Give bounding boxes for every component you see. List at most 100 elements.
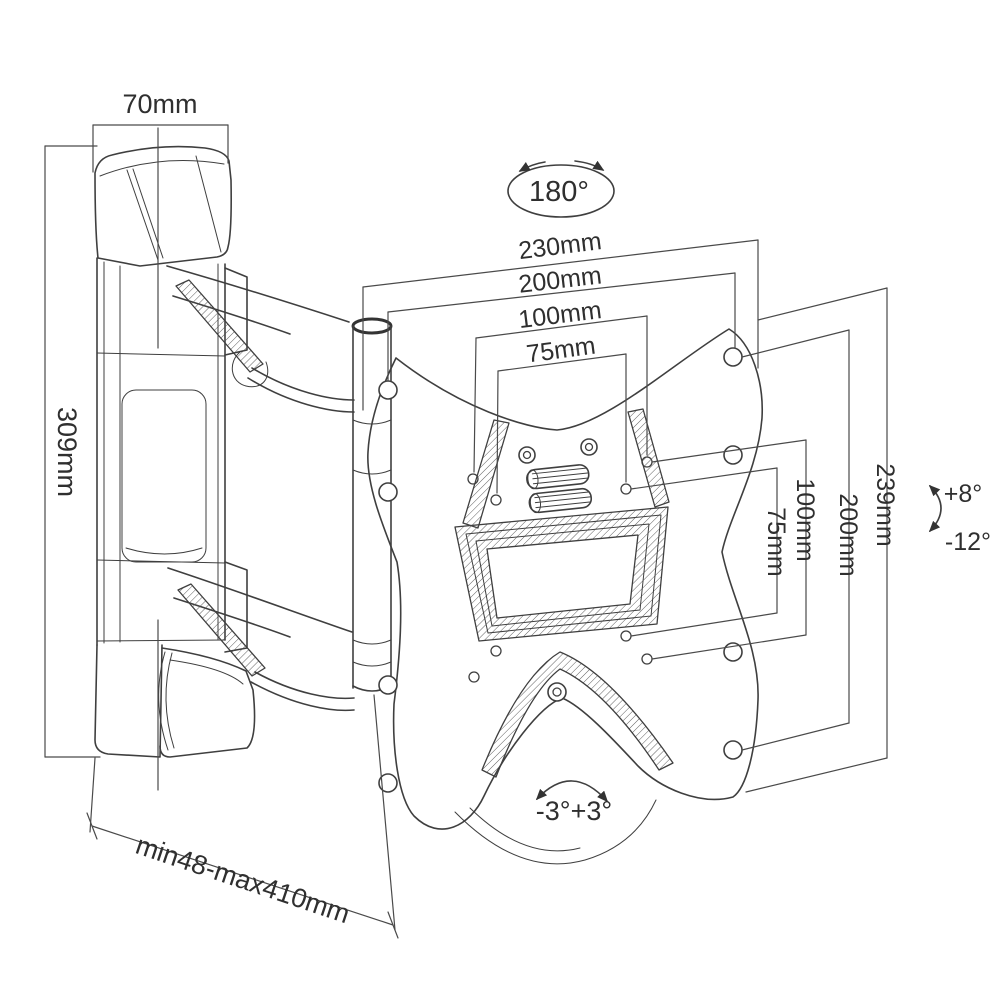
wall-column-panel	[121, 389, 207, 563]
wall-cap	[94, 145, 232, 267]
lower-arm	[167, 567, 355, 712]
spring-coil	[534, 491, 590, 499]
wall-cap-rim	[99, 159, 225, 177]
bracket-band-left	[462, 419, 510, 529]
dim-line	[387, 272, 736, 313]
dim-label-wall-height: 309mm	[52, 407, 82, 497]
vesa-hole	[620, 483, 632, 495]
end-tick	[387, 911, 399, 939]
pivot-band	[352, 661, 392, 667]
dim-label-200-v: 200mm	[834, 493, 862, 576]
wall-column-separator	[96, 352, 226, 357]
dim-label-extension-range: min48-max410mm	[132, 830, 354, 929]
spring-pair	[526, 464, 593, 514]
wall-foot-wedge-line	[169, 659, 244, 685]
swivel-arrow-left	[518, 161, 546, 172]
vesa-plate	[367, 328, 764, 865]
vesa-hole	[490, 645, 502, 657]
bracket-skirt	[469, 807, 581, 852]
spring	[528, 487, 593, 514]
swivel-annotation: 180°	[507, 160, 615, 218]
spring	[526, 464, 590, 490]
center-cutout	[454, 506, 669, 642]
vesa-hole	[620, 630, 632, 642]
center-cutout-contour	[465, 514, 662, 634]
pivot-band	[352, 639, 392, 645]
extension-line	[757, 287, 888, 321]
spring-coil	[535, 501, 591, 509]
spring-coil	[534, 496, 591, 504]
bolt-hole	[522, 450, 532, 460]
lower-arm-tube	[167, 567, 353, 633]
pivot-top-cap	[351, 317, 393, 335]
mounting-hole	[378, 773, 398, 793]
swivel-label: 180°	[529, 176, 589, 208]
vesa-hole	[641, 653, 653, 665]
spring-coil	[532, 472, 589, 480]
wall-foot	[94, 644, 163, 758]
dim-label-75-v: 75mm	[762, 507, 790, 576]
extension-line	[741, 722, 850, 751]
wall-foot-wedge-line	[158, 651, 169, 751]
tilt-down-label: -12°	[945, 528, 991, 556]
lower-arm-gusset	[177, 583, 266, 677]
dim-label-75-h: 75mm	[525, 332, 598, 369]
dim-label-230: 230mm	[517, 227, 603, 265]
swivel-arrow-right	[574, 160, 605, 171]
level-label: -3°+3°	[536, 796, 612, 826]
spring-coil	[532, 477, 588, 485]
lower-arm-strut	[254, 671, 355, 700]
mounting-hole	[723, 740, 743, 760]
extension-line	[745, 757, 888, 793]
spring-cap	[527, 469, 539, 490]
wall-cap-crease	[126, 169, 159, 261]
dim-height-100: 100mm	[651, 439, 819, 660]
mounting-hole	[723, 347, 743, 367]
center-hole	[552, 687, 562, 697]
mounting-hole	[378, 675, 398, 695]
dim-label-239: 239mm	[871, 463, 899, 546]
swivel-ellipse	[507, 164, 615, 218]
dim-label-wall-width: 70mm	[122, 89, 197, 119]
extension-line	[651, 634, 807, 660]
end-tick	[86, 812, 98, 840]
extension-line	[630, 612, 778, 637]
tilt-up-label: +8°	[944, 480, 983, 508]
tilt-arch	[481, 651, 674, 778]
upper-arm-tube	[166, 265, 350, 323]
dim-wall-width: 70mm	[92, 89, 229, 791]
mounting-hole	[378, 482, 398, 502]
bracket-skirt	[454, 799, 657, 865]
bolt-hole	[584, 442, 594, 452]
vesa-hole	[468, 671, 480, 683]
tilt-arc-icon	[928, 484, 942, 533]
level-arc-icon	[535, 780, 609, 803]
wall-cap-crease	[195, 155, 222, 253]
dim-label-100-v: 100mm	[791, 478, 819, 561]
vesa-hole	[490, 494, 502, 506]
level-annotation: -3°+3°	[535, 780, 612, 826]
upper-arm-strut	[251, 367, 355, 401]
mounting-hole	[723, 445, 743, 465]
wall-foot-wedge-line	[165, 652, 175, 749]
extension-line	[630, 467, 778, 490]
dim-line	[91, 825, 394, 926]
dim-height-75: 75mm	[630, 467, 790, 637]
lower-arm-strut	[250, 681, 355, 712]
wall-plate	[94, 145, 256, 758]
upper-arm-loop	[231, 351, 269, 388]
vesa-plate-outline	[367, 328, 764, 830]
dim-height-200: 200mm	[741, 329, 862, 751]
center-cutout-contour	[475, 523, 650, 627]
pivot-band	[352, 469, 392, 475]
pivot-column	[351, 317, 393, 692]
wall-foot-wedge	[159, 647, 256, 758]
dim-line	[497, 353, 627, 372]
dim-line	[475, 315, 648, 339]
extension-line	[496, 370, 499, 494]
bracket-band-right	[627, 408, 670, 508]
extension-line	[373, 694, 396, 931]
upper-arm-strut	[247, 377, 355, 413]
dim-wall-height: 309mm	[44, 145, 101, 758]
